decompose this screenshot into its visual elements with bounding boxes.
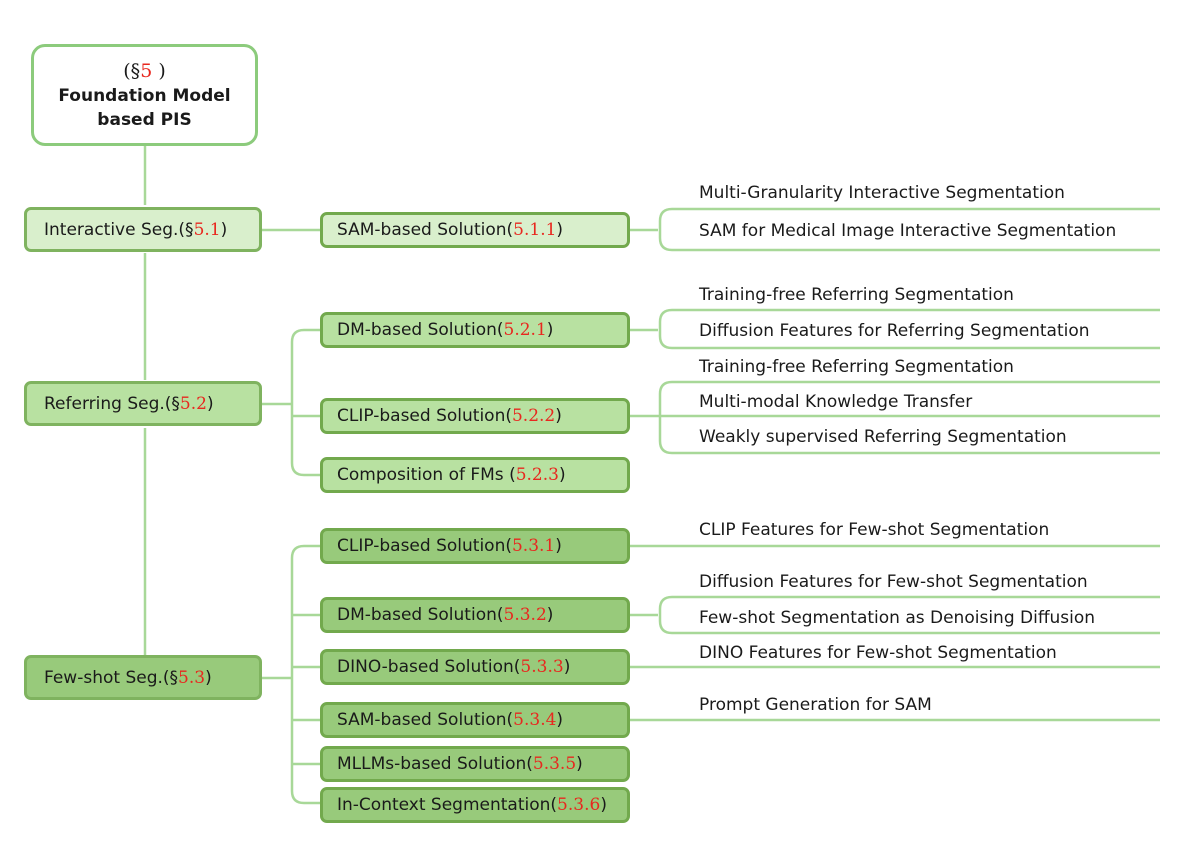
leaf-label: Diffusion Features for Few-shot Segmenta…: [699, 572, 1088, 592]
solution-sam-few-shot: SAM-based Solution(5.3.4 ): [320, 702, 630, 738]
solution-dm-few-shot: DM-based Solution(5.3.2): [320, 597, 630, 633]
root-title-line1: Foundation Model: [58, 85, 231, 106]
section-interactive-seg: Interactive Seg.(§5.1 ): [24, 207, 262, 252]
solution-dino-few-shot: DINO-based Solution(5.3.3): [320, 649, 630, 685]
leaf-label: CLIP Features for Few-shot Segmentation: [699, 520, 1050, 540]
section-referring-seg: Referring Seg.(§5.2 ): [24, 381, 262, 426]
solution-in-context-seg: In-Context Segmentation(5.3.6): [320, 787, 630, 823]
leaf-label: DINO Features for Few-shot Segmentation: [699, 643, 1057, 663]
leaf-label: Few-shot Segmentation as Denoising Diffu…: [699, 608, 1096, 628]
leaf-label: Training-free Referring Segmentation: [699, 357, 1014, 377]
leaf-label: Weakly supervised Referring Segmentation: [699, 427, 1067, 447]
root-section-ref: (§5 ): [123, 59, 166, 82]
solution-sam-interactive: SAM-based Solution(5.1.1 ): [320, 212, 630, 248]
solution-composition-fms: Composition of FMs (5.2.3 ): [320, 457, 630, 493]
leaf-label: Diffusion Features for Referring Segment…: [699, 321, 1090, 341]
solution-clip-few-shot: CLIP-based Solution(5.3.1 ): [320, 528, 630, 564]
solution-clip-referring: CLIP-based Solution(5.2.2 ): [320, 398, 630, 434]
solution-mllms-few-shot: MLLMs-based Solution(5.3.5 ): [320, 746, 630, 782]
leaf-label: Multi-Granularity Interactive Segmentati…: [699, 183, 1065, 203]
root-node: (§5 ) Foundation Model based PIS: [31, 44, 258, 146]
leaf-label: Training-free Referring Segmentation: [699, 285, 1014, 305]
leaf-label: SAM for Medical Image Interactive Segmen…: [699, 221, 1117, 241]
root-title-line2: based PIS: [97, 109, 192, 130]
leaf-label: Multi-modal Knowledge Transfer: [699, 392, 973, 412]
solution-dm-referring: DM-based Solution(5.2.1 ): [320, 312, 630, 348]
section-few-shot-seg: Few-shot Seg.(§5.3 ): [24, 655, 262, 700]
leaf-label: Prompt Generation for SAM: [699, 695, 932, 715]
